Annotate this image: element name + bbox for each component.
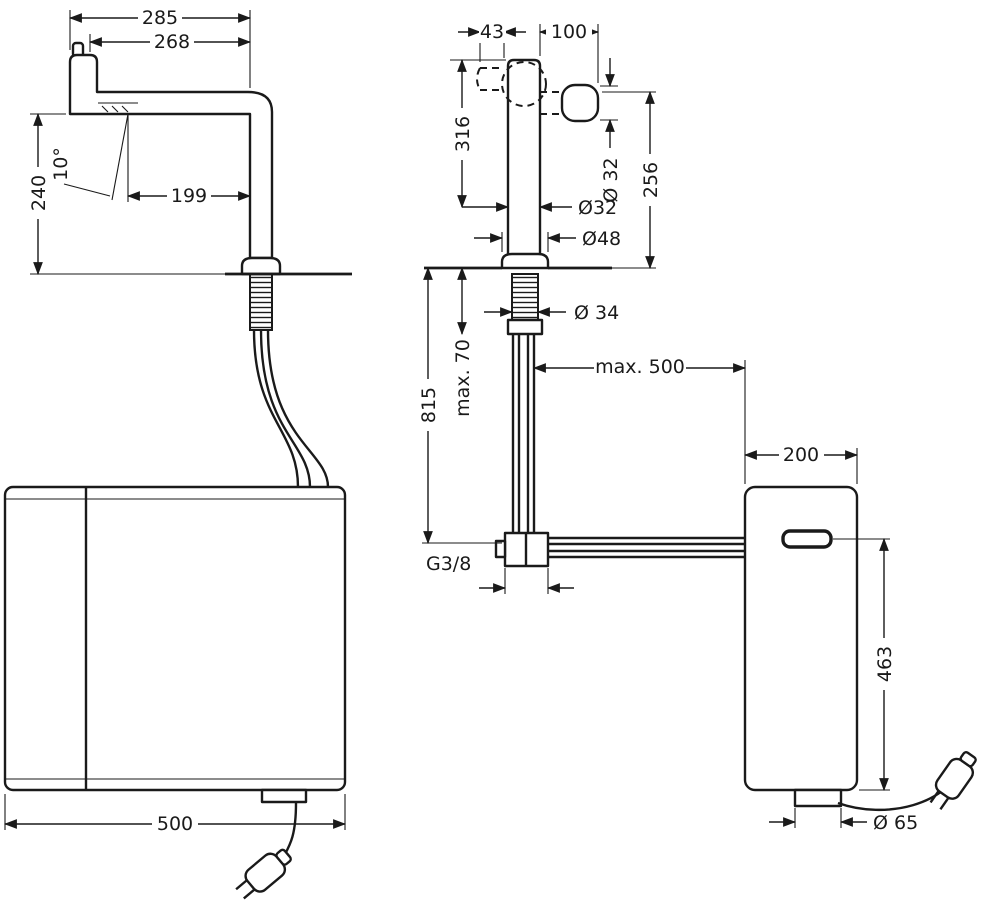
dim-268: 268 xyxy=(88,30,252,53)
faucet-front-view xyxy=(424,58,656,336)
swivel-head-dashed xyxy=(501,61,547,107)
dim-shank-dia: Ø 34 xyxy=(484,302,619,324)
dim-240-label: 240 xyxy=(28,175,50,211)
dim-316: 316 xyxy=(450,58,506,209)
dim-100-label: 100 xyxy=(551,21,587,43)
dim-body-dia-label: Ø32 xyxy=(578,197,617,219)
dim-max-500-label: max. 500 xyxy=(595,356,685,378)
unit-outlet-slot xyxy=(781,529,833,549)
dim-g38-label: G3/8 xyxy=(426,553,471,575)
dim-199-label: 199 xyxy=(171,185,207,207)
power-plug-front xyxy=(929,751,977,810)
dim-43-100: 43 100 xyxy=(458,21,600,83)
faucet-column xyxy=(506,58,542,268)
threaded-shank xyxy=(249,273,273,331)
dim-316-label: 316 xyxy=(452,116,474,152)
dim-463-label: 463 xyxy=(874,646,896,682)
dim-815-label: 815 xyxy=(418,387,440,423)
dim-256: 256 xyxy=(602,90,662,270)
base-flange-front xyxy=(500,252,550,270)
front-view: 43 100 316 Ø32 Ø48 xyxy=(416,21,977,834)
dim-256-label: 256 xyxy=(640,162,662,198)
filter-unit-front xyxy=(743,485,977,811)
mounting-nut xyxy=(506,318,544,336)
dim-285: 285 xyxy=(68,6,252,88)
dim-base-dia: Ø48 xyxy=(474,228,621,252)
faucet-outline xyxy=(68,53,274,260)
dim-max-70: max. 70 xyxy=(452,266,474,417)
handle-knob xyxy=(560,83,600,123)
unit-base xyxy=(793,788,843,808)
dim-200: 200 xyxy=(743,443,859,484)
spout-stub-dashed xyxy=(476,67,503,91)
threaded-shank-front xyxy=(511,273,539,321)
unit-foot xyxy=(260,788,308,804)
dim-285-label: 285 xyxy=(142,7,178,29)
dim-max-70-label: max. 70 xyxy=(452,339,474,417)
dim-268-label: 268 xyxy=(154,31,190,53)
dim-outlet-dia: Ø 65 xyxy=(769,808,918,834)
dim-43-label: 43 xyxy=(480,21,504,43)
dim-g38: G3/8 xyxy=(426,553,574,594)
angle-leader-line xyxy=(63,183,111,197)
dim-max-500: max. 500 xyxy=(532,356,747,484)
handle-stem-dashed xyxy=(540,91,566,115)
power-plug-side xyxy=(235,848,292,900)
filter-unit-side xyxy=(3,485,347,804)
dim-angle-10: 10° xyxy=(50,113,129,202)
dim-shank-dia-label: Ø 34 xyxy=(574,302,619,324)
aerator-hatch xyxy=(98,102,138,113)
dim-handle-dia-label: Ø 32 xyxy=(600,157,622,202)
angle-valve-fittings xyxy=(494,531,550,568)
dim-200-label: 200 xyxy=(783,444,819,466)
side-view: 285 268 240 10° xyxy=(3,6,352,900)
dim-500: 500 xyxy=(3,794,347,835)
dim-body-dia: Ø32 xyxy=(462,197,617,219)
dim-500-label: 500 xyxy=(157,813,193,835)
dim-base-dia-label: Ø48 xyxy=(582,228,621,250)
dim-199: 199 xyxy=(126,184,252,207)
dim-angle-label: 10° xyxy=(50,147,72,181)
dim-handle-dia: Ø 32 xyxy=(600,58,622,203)
power-cord xyxy=(282,802,298,857)
dim-463: 463 xyxy=(833,537,896,792)
dim-240: 240 xyxy=(26,112,225,276)
base-flange xyxy=(240,256,282,276)
dim-outlet-dia-label: Ø 65 xyxy=(873,812,918,834)
dim-815: 815 xyxy=(416,266,502,545)
